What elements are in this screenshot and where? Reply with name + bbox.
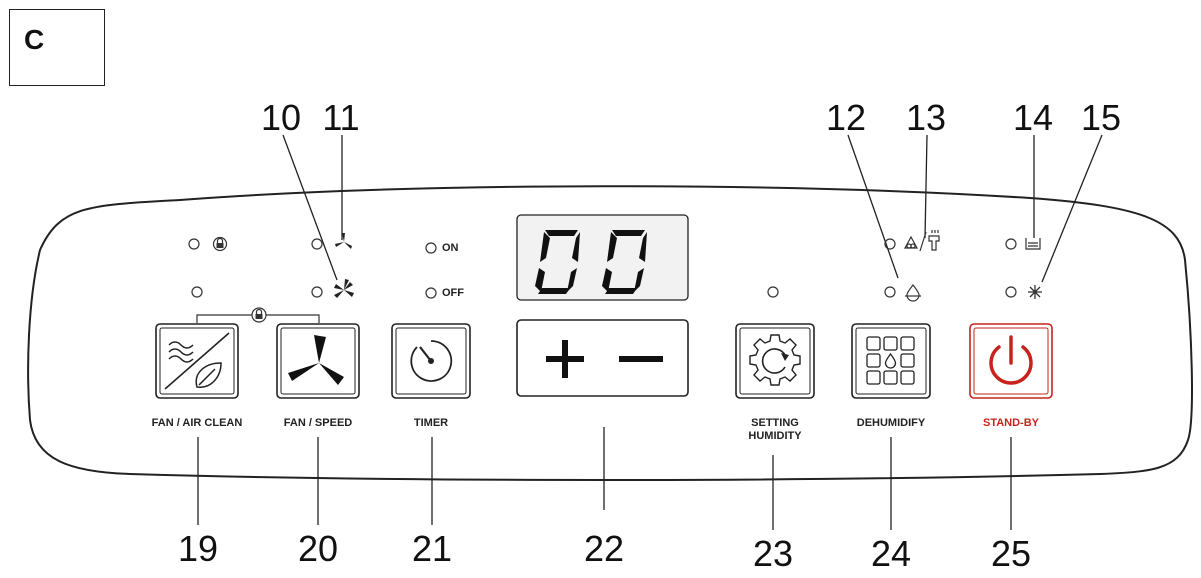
minus-button[interactable] xyxy=(605,330,675,388)
panel-letter: C xyxy=(24,24,45,55)
standby-button[interactable] xyxy=(969,323,1053,399)
leader-13 xyxy=(924,134,928,239)
panel-body-outline xyxy=(27,185,1193,481)
timer-button[interactable] xyxy=(391,323,471,399)
fan-air-clean-button[interactable] xyxy=(155,323,239,399)
leader-15 xyxy=(1041,134,1103,283)
led-setting-humidity xyxy=(767,286,779,298)
led-air-clean xyxy=(191,286,203,298)
callout-24: 24 xyxy=(870,533,912,574)
led-filter xyxy=(884,238,896,250)
fan-speed-button[interactable] xyxy=(276,323,360,399)
callout-10: 10 xyxy=(260,97,302,138)
fan-icon xyxy=(276,323,360,399)
callout-21: 21 xyxy=(411,528,453,569)
callout-11: 11 xyxy=(322,97,360,138)
callout-19: 19 xyxy=(177,528,219,569)
timer-off-label: OFF xyxy=(442,287,464,299)
led-dehumidify xyxy=(884,286,896,298)
callout-20: 20 xyxy=(297,528,339,569)
lock-icon xyxy=(212,236,228,252)
display-digits xyxy=(535,230,647,294)
defrost-icon xyxy=(1028,285,1042,299)
water-drop-icon xyxy=(905,284,921,302)
led-timer-off xyxy=(425,287,437,299)
callout-12: 12 xyxy=(825,97,867,138)
fan-air-clean-label: FAN / AIR CLEAN xyxy=(151,417,243,429)
filter-icon xyxy=(903,230,940,252)
timer-label: TIMER xyxy=(413,417,449,429)
led-lock xyxy=(188,238,200,250)
dehumidify-grid-icon xyxy=(851,323,931,399)
led-tank-full xyxy=(1005,238,1017,250)
tank-full-icon xyxy=(1025,238,1041,250)
callout-22: 22 xyxy=(583,528,625,569)
gear-icon xyxy=(735,323,815,399)
plus-icon xyxy=(546,340,584,378)
fan-low-icon xyxy=(335,233,352,249)
leader-10 xyxy=(282,134,338,281)
setting-humidity-button[interactable] xyxy=(735,323,815,399)
bracket-lock-icon xyxy=(251,307,267,323)
plus-minus-frame xyxy=(516,319,689,397)
led-fan-low xyxy=(311,238,323,250)
panel-letter-box: C xyxy=(9,9,105,86)
minus-icon xyxy=(619,356,663,362)
timer-icon xyxy=(391,323,471,399)
led-fan-high xyxy=(311,286,323,298)
callout-14: 14 xyxy=(1012,97,1054,138)
callout-13: 13 xyxy=(905,97,947,138)
power-icon xyxy=(969,323,1053,399)
dehumidify-button[interactable] xyxy=(851,323,931,399)
led-timer-on xyxy=(425,242,437,254)
callout-23: 23 xyxy=(752,533,794,574)
fan-high-icon xyxy=(334,279,354,298)
fan-speed-label: FAN / SPEED xyxy=(283,417,353,429)
leader-12 xyxy=(847,134,899,279)
standby-label: STAND-BY xyxy=(982,417,1039,429)
callout-15: 15 xyxy=(1080,97,1122,138)
setting-humidity-label: SETTING HUMIDITY xyxy=(748,417,802,442)
timer-on-label: ON xyxy=(442,242,459,254)
plus-button[interactable] xyxy=(530,330,600,388)
air-clean-icon xyxy=(155,323,239,399)
dehumidify-label: DEHUMIDIFY xyxy=(856,417,926,429)
callout-25: 25 xyxy=(990,533,1032,574)
led-defrost xyxy=(1005,286,1017,298)
